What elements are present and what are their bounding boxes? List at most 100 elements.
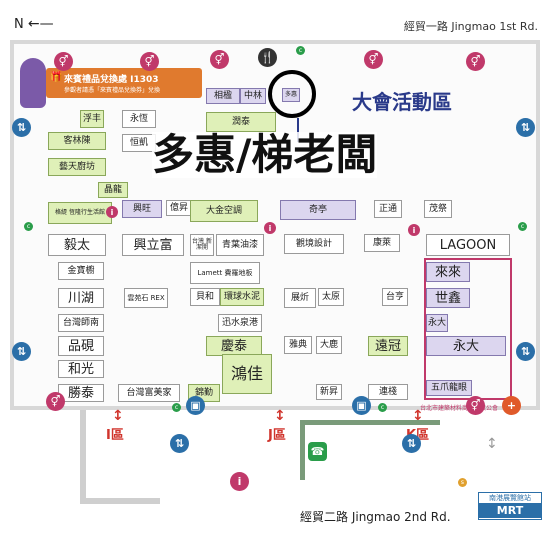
booth-taibo[interactable]: 台灣 新潔開 xyxy=(190,234,214,256)
restroom-icon: ⚥ xyxy=(466,396,485,415)
booth-yitian[interactable]: 藝天廚坊 xyxy=(48,158,106,176)
mrt-station-name: 南港展覽館站 xyxy=(489,494,531,502)
booth-jiagui[interactable]: 鴻佳 xyxy=(222,354,272,394)
restroom-icon: ⚥ xyxy=(46,392,65,411)
booth-laicheng[interactable]: 來來 xyxy=(426,262,470,282)
phone-icon: ☎ xyxy=(308,442,327,461)
atm-icon: c xyxy=(172,403,181,412)
restroom-icon: ⚥ xyxy=(54,52,73,71)
escalator-icon: ⇅ xyxy=(402,434,421,453)
event-area-label: 大會活動區 xyxy=(352,90,452,114)
booth-qingshi[interactable]: 青葉油漆 xyxy=(216,234,264,256)
info-icon: i xyxy=(264,222,276,234)
escalator-icon: ⇅ xyxy=(12,342,31,361)
restroom-icon: ⚥ xyxy=(364,50,383,69)
booth-kerlin[interactable]: 客林陳 xyxy=(48,132,106,150)
atm-icon: c xyxy=(518,222,527,231)
booth-yongda-2[interactable]: 永大 xyxy=(426,336,506,356)
booth-yuanguan[interactable]: 遠冠 xyxy=(368,336,408,356)
booth-xiangying[interactable]: 相楹 xyxy=(206,88,240,104)
booth-lianjin[interactable]: 連棧 xyxy=(368,384,408,400)
booth-ruitai[interactable]: 潤泰 xyxy=(206,112,276,132)
booth-wushui[interactable]: 迅水泉港 xyxy=(218,314,262,332)
booth-qingtai[interactable]: 慶泰 xyxy=(206,336,262,356)
zone-j-label: J區 xyxy=(268,428,286,443)
zone-i-label: I區 xyxy=(106,428,124,443)
outer-path xyxy=(300,420,305,480)
booth-yonghang[interactable]: 永恆 xyxy=(122,110,156,128)
booth-xinsheng[interactable]: 新昇 xyxy=(316,384,342,400)
booth-shengtai[interactable]: 勝泰 xyxy=(58,384,104,402)
k-zone-frame xyxy=(424,258,512,400)
restroom-icon: ⚥ xyxy=(466,52,485,71)
highlight-circle xyxy=(268,70,316,118)
escalator-icon: ⇅ xyxy=(516,118,535,137)
booth-duohui[interactable]: 多惠 xyxy=(282,88,300,102)
bus-icon: s xyxy=(458,478,467,487)
atm-icon: c xyxy=(24,222,33,231)
gift-icon: 🎁 xyxy=(50,72,63,83)
highlight-pointer-line xyxy=(297,118,299,142)
booth-taiyuan[interactable]: 太原 xyxy=(318,288,344,306)
mascot-figure xyxy=(20,58,46,108)
booth-taiwan-sinan[interactable]: 台灣師南 xyxy=(58,314,104,332)
booth-zhanxing[interactable]: 展炘 xyxy=(284,288,316,308)
restaurant-icon: 🍴 xyxy=(258,48,277,67)
booth-lamett[interactable]: Lamett 費羅地板 xyxy=(190,262,260,284)
booth-likang[interactable]: 康萊 xyxy=(364,234,400,252)
booth-hengji[interactable]: 恒凱 xyxy=(122,134,156,152)
booth-wuzhou[interactable]: 五爪龍眼 xyxy=(426,380,472,396)
mrt-station[interactable]: 南港展覽館站 MRT xyxy=(478,492,542,520)
escalator-icon: ⇅ xyxy=(170,434,189,453)
booth-jinglong[interactable]: 晶龍 xyxy=(98,182,128,198)
north-arrow-icon: ←— xyxy=(27,16,54,32)
zone-j-arrow: ↕ xyxy=(274,408,286,424)
compass: N ←— xyxy=(14,16,54,32)
booth-guansi[interactable]: 觀境設計 xyxy=(284,234,344,254)
booth-maoji[interactable]: 茂祭 xyxy=(424,200,452,218)
booth-huangqiu[interactable]: 環球水泥 xyxy=(220,288,264,306)
info-icon: i xyxy=(408,224,420,236)
elevator-icon: ▣ xyxy=(352,396,371,415)
booth-pinshan[interactable]: 品硯 xyxy=(58,336,104,356)
booth-jinfeng[interactable]: 金寶櫥 xyxy=(58,262,104,280)
booth-shixin[interactable]: 世鑫 xyxy=(426,288,470,308)
booth-yisheng[interactable]: 億昇 xyxy=(166,200,192,216)
road-bottom-label: 經貿二路 Jingmao 2nd Rd. xyxy=(300,510,451,524)
booth-xingligfu[interactable]: 興立富 xyxy=(122,234,184,256)
booth-zhengtong[interactable]: 正通 xyxy=(374,200,402,218)
info-icon: i xyxy=(230,472,249,491)
info-icon: i xyxy=(106,206,118,218)
escalator-icon: ⇅ xyxy=(12,118,31,137)
atm-icon: c xyxy=(378,403,387,412)
outer-path xyxy=(80,498,160,504)
association-note: 台北市建築材料商業同業公會 xyxy=(420,405,499,412)
booth-chuanhu[interactable]: 川湖 xyxy=(58,288,104,308)
zone-i-arrow: ↕ xyxy=(112,408,124,424)
booth-dalu[interactable]: 大鹿 xyxy=(316,336,342,354)
booth-yilu[interactable]: 格緹 恆隆行生活館 xyxy=(48,202,112,224)
booth-pushou[interactable]: 浮丰 xyxy=(80,110,104,128)
booth-daijin[interactable]: 大金空調 xyxy=(190,200,258,222)
booth-yitai[interactable]: 毅太 xyxy=(48,234,106,256)
booth-heguang[interactable]: 和光 xyxy=(58,360,104,378)
booth-yongda[interactable]: 永大 xyxy=(426,314,448,332)
restroom-icon: ⚥ xyxy=(210,50,229,69)
elevator-icon: ▣ xyxy=(186,396,205,415)
gift-banner-note: 參觀者請憑「來賓禮品兌換券」兌換 xyxy=(64,87,161,94)
booth-lagoon[interactable]: LAGOON xyxy=(426,234,510,256)
booth-xiqiao[interactable]: 雲苑石 REX xyxy=(124,288,168,308)
booth-beihe[interactable]: 貝和 xyxy=(190,288,220,306)
booth-taiwan-mei[interactable]: 台灣富美家 xyxy=(118,384,180,402)
booth-qiting[interactable]: 奇亭 xyxy=(280,200,356,220)
first-aid-icon: + xyxy=(502,396,521,415)
booth-xingwang[interactable]: 興旺 xyxy=(122,200,162,218)
highlight-label: 多惠/梯老闆 xyxy=(152,130,378,179)
road-top-label: 經貿一路 Jingmao 1st Rd. xyxy=(403,20,538,33)
stairs-arrow-icon: ↕ xyxy=(486,436,498,452)
booth-zhongmu[interactable]: 中林 xyxy=(240,88,266,104)
booth-yanya[interactable]: 雅典 xyxy=(284,336,312,354)
gift-banner[interactable]: 🎁 來賓禮品兌換處 I1303 參觀者請憑「來賓禮品兌換券」兌換 xyxy=(46,68,202,98)
restroom-icon: ⚥ xyxy=(140,52,159,71)
booth-taixiang[interactable]: 台亨 xyxy=(382,288,408,306)
